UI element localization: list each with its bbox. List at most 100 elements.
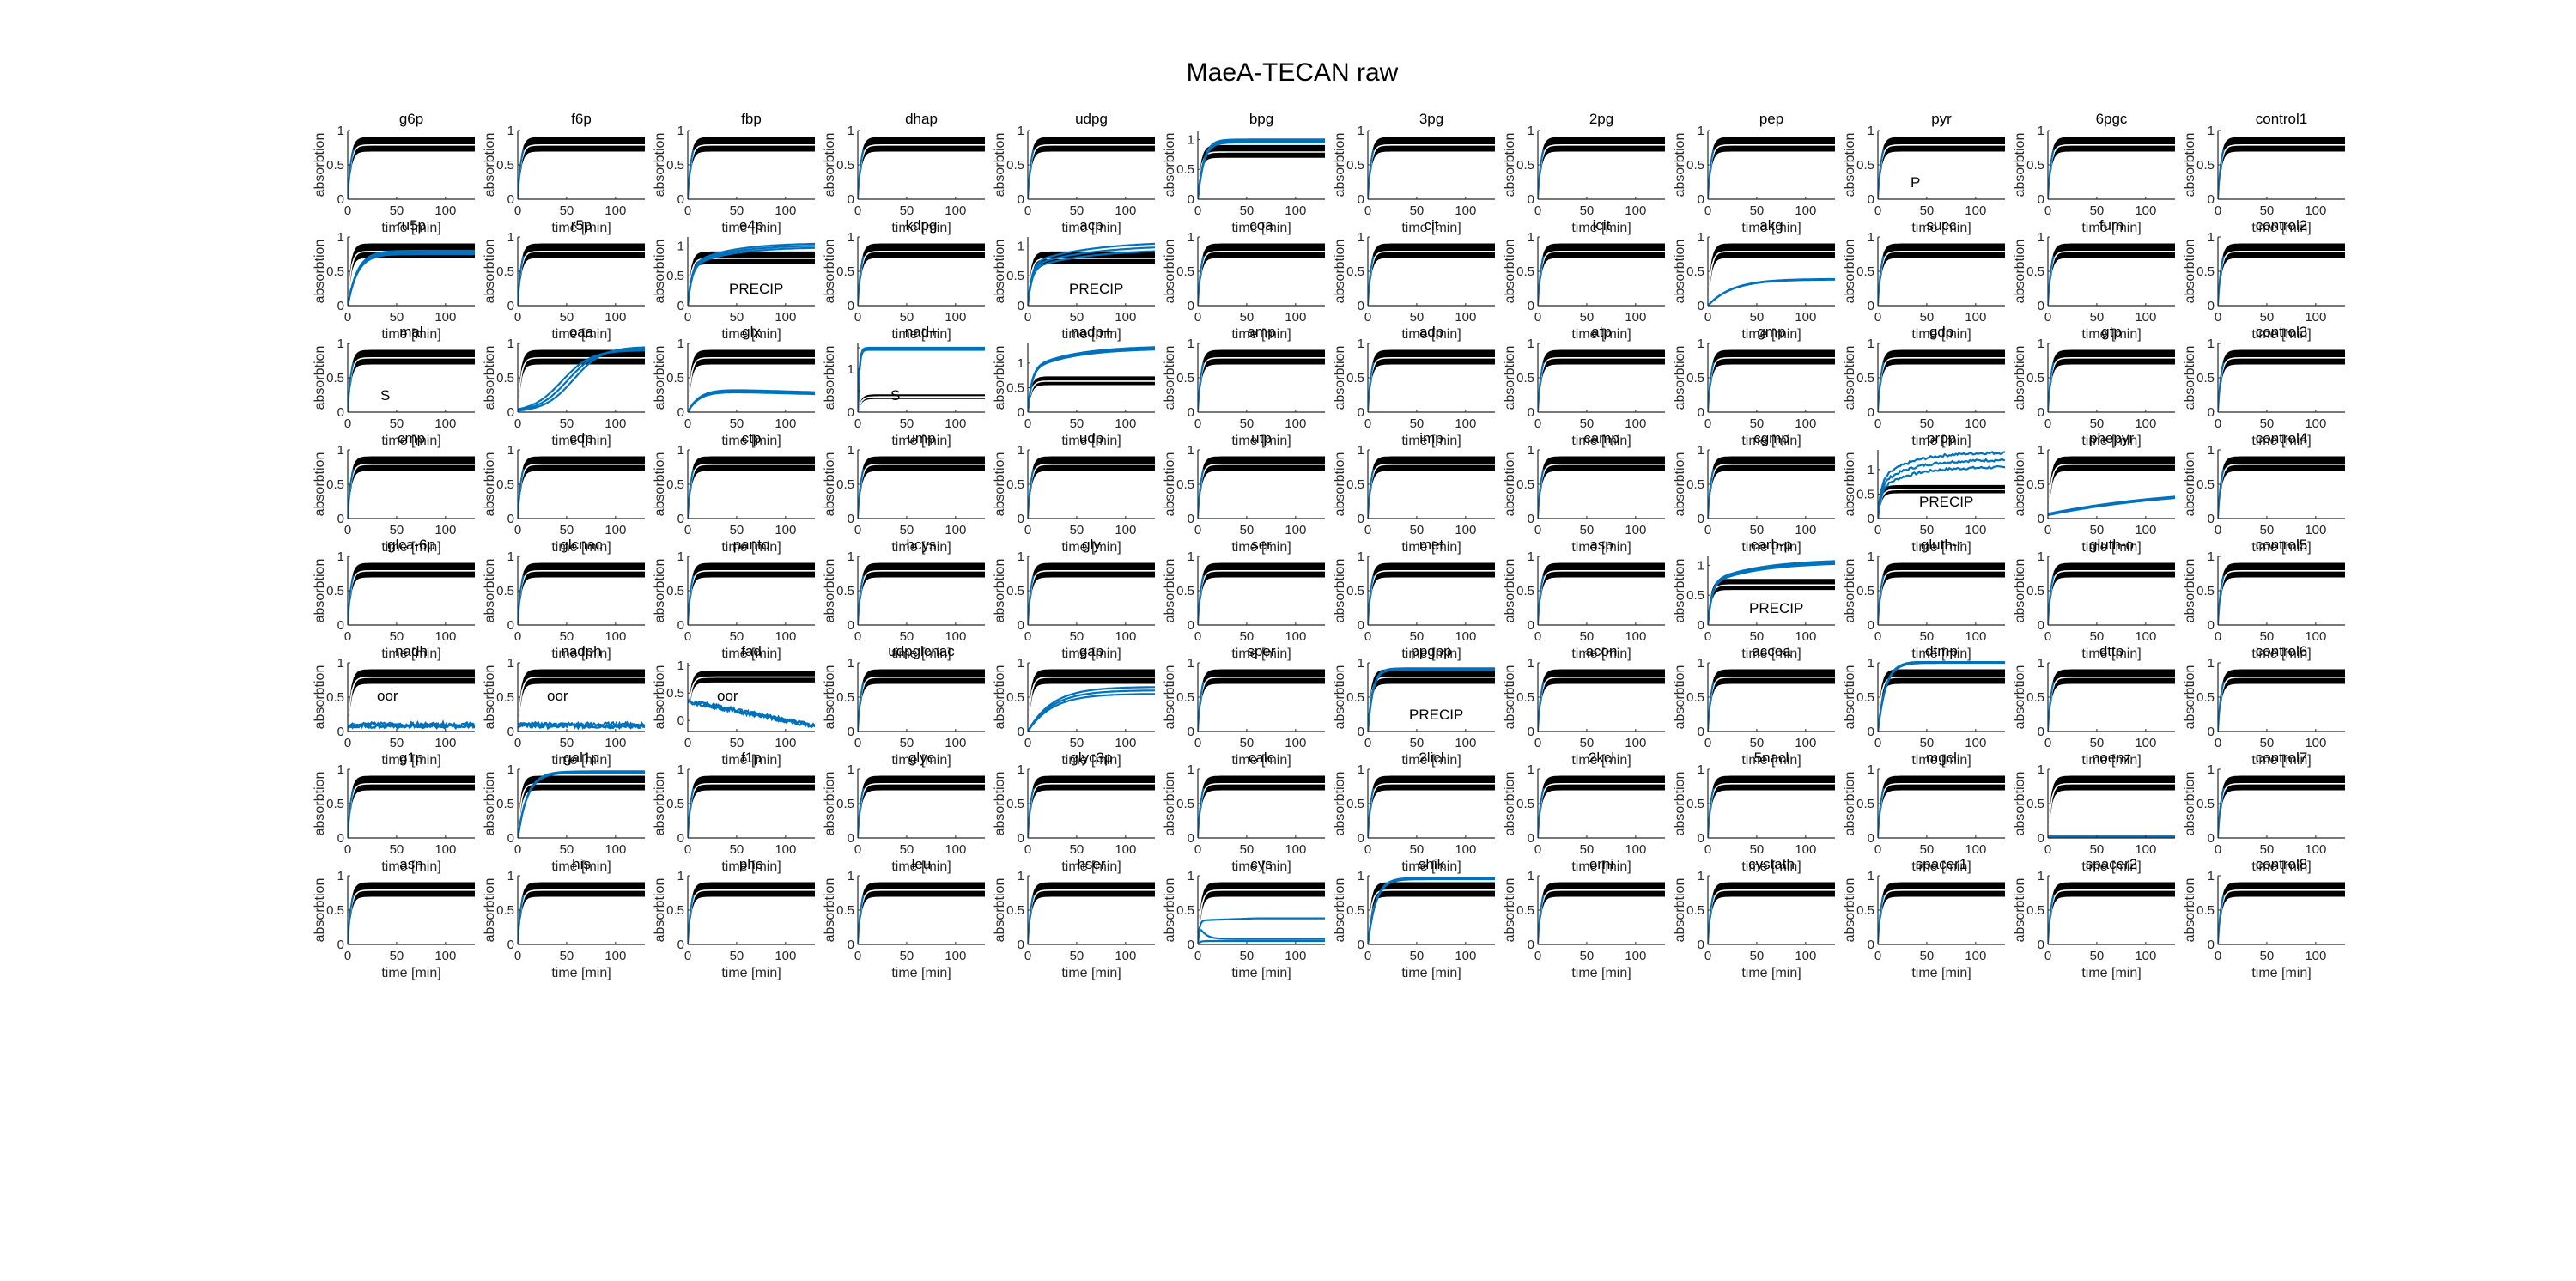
sample-trace	[348, 251, 475, 306]
x-axis-label: time [min]	[1911, 647, 1971, 661]
x-axis-label: time [min]	[1911, 859, 1971, 874]
sample-trace	[1538, 682, 1545, 732]
sample-trace	[2218, 682, 2225, 732]
y-tick-label: 1	[1868, 337, 1874, 351]
x-tick-label: 50	[1070, 629, 1084, 644]
control-band-gap	[858, 783, 985, 838]
sample-trace	[1878, 464, 2005, 519]
sample-trace	[858, 256, 865, 306]
x-axis-label: time [min]	[551, 434, 611, 448]
control-band-gap	[1538, 144, 1665, 199]
x-tick-label: 50	[900, 949, 914, 963]
panel-lines	[1878, 562, 2005, 625]
control-band-gap	[1368, 144, 1495, 199]
y-tick-label: 1	[1018, 239, 1024, 253]
y-tick-label: 1	[507, 443, 514, 458]
x-tick-label: 100	[2305, 203, 2326, 218]
y-tick-label: 0	[507, 938, 514, 952]
x-tick-label: 0	[1874, 629, 1881, 644]
y-tick-label: 0.5	[326, 158, 344, 173]
panel-lines	[1198, 138, 1325, 199]
x-tick-label: 50	[2260, 310, 2275, 325]
control-band	[1198, 775, 1325, 838]
x-tick-label: 0	[1364, 416, 1371, 431]
y-tick-label: 0	[507, 192, 514, 207]
sample-trace	[1538, 149, 1545, 199]
sample-trace	[1878, 451, 2005, 519]
panel-title: prpp	[1927, 430, 1956, 446]
control-band	[1708, 243, 1835, 306]
y-axis-label: absorbtion	[2013, 133, 2027, 197]
sample-trace	[1028, 242, 1155, 306]
x-axis-label: time [min]	[2081, 753, 2141, 768]
control-band-gap	[1368, 677, 1495, 732]
sample-trace	[1708, 788, 1715, 838]
control-band-gap	[348, 464, 475, 519]
x-tick-label: 100	[1795, 949, 1816, 963]
x-tick-label: 100	[2305, 523, 2326, 537]
y-tick-label: 0	[507, 831, 514, 846]
y-tick-label: 0	[337, 299, 344, 313]
x-tick-label: 0	[2215, 203, 2221, 218]
x-tick-label: 0	[514, 203, 521, 218]
x-axis-label: time [min]	[1741, 647, 1801, 661]
control-band	[2218, 349, 2345, 412]
y-tick-label: 0	[1018, 938, 1024, 952]
x-tick-label: 50	[1240, 416, 1255, 431]
x-tick-label: 100	[605, 842, 626, 857]
y-tick-label: 0.5	[1176, 690, 1194, 705]
y-tick-label: 0.5	[2026, 264, 2044, 279]
panel-annotation: oor	[547, 688, 568, 704]
y-tick-label: 0.5	[496, 371, 514, 386]
x-tick-label: 0	[2044, 949, 2051, 963]
control-band-gap	[1028, 144, 1155, 199]
y-tick-label: 0.5	[2196, 584, 2215, 598]
y-tick-label: 1	[1528, 869, 1534, 883]
panel-title: udp	[1079, 430, 1103, 446]
y-tick-label: 0	[1698, 405, 1704, 420]
y-tick-label: 0.5	[836, 477, 854, 492]
x-tick-label: 50	[1920, 310, 1935, 325]
control-band-gap	[2048, 889, 2175, 944]
x-tick-label: 100	[605, 203, 626, 218]
x-tick-label: 100	[1795, 842, 1816, 857]
y-axis-label: absorbtion	[483, 452, 497, 517]
control-band	[1198, 562, 1325, 625]
sample-trace	[2218, 362, 2225, 412]
y-tick-label: 1	[1528, 337, 1534, 351]
sample-trace	[348, 252, 475, 306]
y-axis-label: absorbtion	[483, 133, 497, 197]
y-tick-label: 1	[1018, 124, 1024, 138]
x-tick-label: 0	[1194, 203, 1201, 218]
y-tick-label: 0	[1528, 512, 1534, 526]
y-tick-label: 0	[1868, 725, 1874, 739]
y-tick-label: 0.5	[1686, 477, 1704, 492]
x-tick-label: 0	[1194, 310, 1201, 325]
control-band-gap	[2218, 251, 2345, 306]
y-tick-label: 1	[848, 443, 854, 458]
sample-trace	[2048, 895, 2055, 944]
panel-lines	[1028, 882, 1155, 944]
y-tick-label: 1	[1698, 869, 1704, 883]
x-tick-label: 50	[390, 416, 404, 431]
sample-trace	[518, 895, 525, 944]
x-tick-label: 50	[730, 842, 744, 857]
panel-title: gap	[1079, 643, 1103, 659]
panel-title: leu	[912, 856, 932, 872]
x-tick-label: 50	[1410, 736, 1425, 750]
sample-trace	[1198, 917, 1325, 944]
panel-title: cit	[1425, 217, 1439, 234]
x-tick-label: 50	[560, 949, 574, 963]
y-tick-label: 1	[337, 656, 344, 671]
y-axis-label: absorbtion	[993, 559, 1007, 623]
y-tick-label: 1	[1188, 132, 1194, 147]
y-tick-label: 0	[677, 713, 684, 728]
y-axis-label: absorbtion	[993, 133, 1007, 197]
